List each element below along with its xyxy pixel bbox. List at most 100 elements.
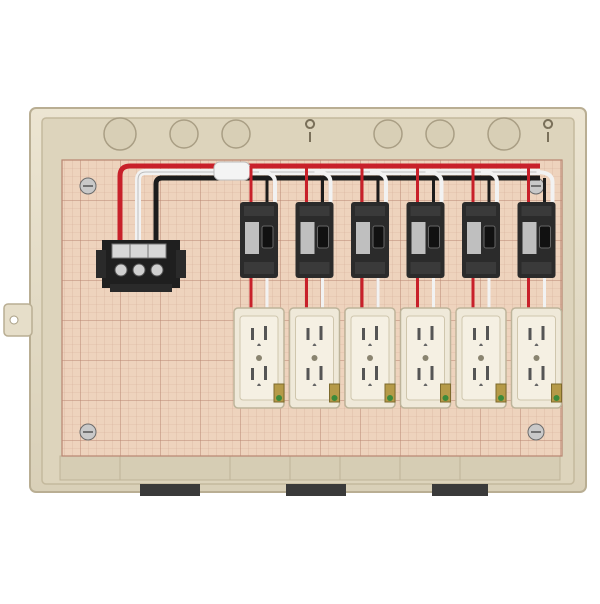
- terminal-lug: [129, 243, 149, 277]
- breaker-toggle: [428, 225, 440, 249]
- mounting-tab: [3, 303, 33, 337]
- outlet-slot: [319, 366, 323, 380]
- outlet-slot: [264, 366, 267, 380]
- breaker-label: [245, 222, 259, 254]
- outlet-slot: [375, 326, 378, 340]
- breaker-top-terminal: [244, 206, 274, 216]
- outlet-ground: [368, 343, 372, 346]
- knockout: [425, 119, 455, 149]
- outlet-slot: [362, 368, 365, 380]
- outlet-ground: [534, 343, 539, 346]
- brass-terminal: [384, 383, 396, 403]
- terminal-lug: [111, 243, 131, 277]
- outlet-ground: [312, 383, 317, 386]
- breaker-bottom-terminal: [355, 262, 385, 274]
- breaker-bottom-terminal: [244, 262, 274, 274]
- outlet-slot: [430, 326, 434, 340]
- outlet-slot: [541, 366, 545, 380]
- breaker-toggle: [539, 225, 551, 249]
- breaker-bottom-terminal: [410, 262, 441, 274]
- breaker-top-terminal: [521, 206, 552, 216]
- duplex-outlet: [510, 307, 563, 409]
- knockout: [373, 119, 403, 149]
- circuit-breaker: [295, 202, 334, 278]
- outlet-center-screw: [533, 355, 540, 361]
- outlet-slot: [306, 368, 310, 380]
- terminal-lug: [147, 243, 167, 277]
- breaker-bottom-terminal: [299, 262, 330, 274]
- outlet-ground: [368, 383, 372, 386]
- outlet-ground: [257, 343, 261, 346]
- breaker-toggle: [372, 225, 385, 249]
- breaker-toggle: [483, 225, 496, 249]
- outlet-ground: [423, 383, 428, 386]
- circuit-breaker: [462, 202, 500, 278]
- breaker-bottom-terminal: [521, 262, 552, 274]
- duplex-outlet: [455, 307, 507, 409]
- ground-screw: [276, 395, 282, 401]
- brass-terminal: [329, 383, 340, 403]
- duplex-outlet: [288, 307, 341, 409]
- branch-wire-white: [480, 170, 499, 204]
- outlet-slot: [264, 326, 267, 340]
- branch-wire-white: [258, 170, 277, 204]
- outlet-slot: [473, 328, 476, 340]
- breaker-label: [467, 222, 481, 254]
- brass-terminal: [551, 383, 562, 403]
- duplex-outlet: [233, 307, 285, 409]
- outlet-slot: [528, 368, 532, 380]
- outlet-row: [233, 307, 563, 409]
- breaker-row: [240, 202, 556, 278]
- outlet-slot: [251, 328, 254, 340]
- circuit-breaker: [517, 202, 556, 278]
- main-terminal-block: [96, 240, 186, 292]
- breaker-label: [356, 222, 370, 254]
- corner-screw: [79, 177, 97, 195]
- knockout: [221, 119, 251, 149]
- outlet-ground: [423, 343, 428, 346]
- outlet-slot: [473, 368, 476, 380]
- brass-terminal: [273, 383, 285, 403]
- breaker-label: [522, 222, 537, 254]
- outlet-center-screw: [367, 355, 373, 361]
- outlet-slot: [362, 328, 365, 340]
- outlet-slot: [417, 328, 421, 340]
- branch-wires: [249, 166, 555, 312]
- duplex-outlet: [344, 307, 396, 409]
- breaker-toggle: [317, 225, 329, 249]
- outlet-ground: [534, 383, 539, 386]
- brass-terminal: [440, 383, 451, 403]
- circuit-breaker: [406, 202, 445, 278]
- branch-wire-white: [536, 170, 555, 204]
- outlet-slot: [251, 368, 254, 380]
- outlet-slot: [417, 368, 421, 380]
- outlet-ground: [479, 383, 483, 386]
- outlet-ground: [312, 343, 317, 346]
- outlet-ground: [479, 343, 483, 346]
- branch-wire-white: [425, 170, 444, 204]
- ground-screw: [387, 395, 393, 401]
- bottom-clips: [140, 484, 488, 496]
- outlet-slot: [375, 366, 378, 380]
- brass-terminal: [495, 383, 507, 403]
- circuit-breaker: [240, 202, 278, 278]
- breaker-label: [300, 222, 315, 254]
- breaker-label: [411, 222, 426, 254]
- outlet-center-screw: [256, 355, 262, 361]
- outlet-slot: [541, 326, 545, 340]
- knockout: [103, 117, 137, 151]
- branch-wire-white: [369, 170, 388, 204]
- outlet-center-screw: [422, 355, 429, 361]
- outlet-slot: [528, 328, 532, 340]
- outlet-ground: [257, 383, 261, 386]
- corner-screw: [527, 423, 545, 441]
- breaker-bottom-terminal: [466, 262, 496, 274]
- keyhole-slot: [305, 119, 316, 142]
- cable-tie: [213, 161, 251, 181]
- outlet-slot: [430, 366, 434, 380]
- knockout: [487, 117, 521, 151]
- ground-screw: [331, 395, 338, 401]
- outlet-center-screw: [478, 355, 484, 361]
